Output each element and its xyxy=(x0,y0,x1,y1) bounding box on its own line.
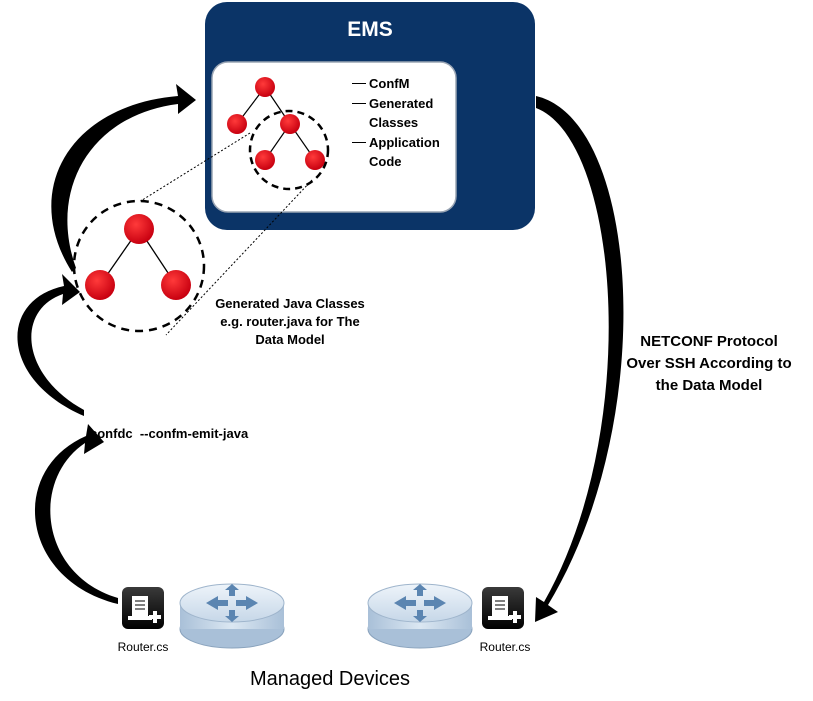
tree-node xyxy=(124,214,154,244)
caption-line: Over SSH According to xyxy=(626,355,792,372)
config-file-icon xyxy=(482,587,524,629)
tree-node xyxy=(227,114,247,134)
tree-node xyxy=(255,77,275,97)
tree-node xyxy=(161,270,191,300)
arrow-ems-to-device xyxy=(535,96,624,622)
config-file-label: Router.cs xyxy=(117,640,169,654)
router-icon xyxy=(179,583,285,649)
legend-item: ConfM xyxy=(352,74,451,93)
config-file-label: Router.cs xyxy=(479,640,531,654)
legend-label: Application Code xyxy=(369,135,440,169)
legend-item: Application Code xyxy=(352,133,451,171)
legend-dash xyxy=(352,103,366,105)
arrow-classes-to-ems xyxy=(51,84,196,272)
caption-line: NETCONF Protocol xyxy=(640,333,778,350)
arrow-compiler-to-classes xyxy=(17,274,84,416)
arrow-device-to-compiler xyxy=(34,424,118,604)
generated-classes-caption: Generated Java Classes e.g. router.java … xyxy=(195,295,385,349)
tree-node xyxy=(280,114,300,134)
legend-label: ConfM xyxy=(369,76,410,91)
config-file-icon xyxy=(122,587,164,629)
legend-label: Generated Classes xyxy=(369,96,434,130)
protocol-caption: NETCONF Protocol Over SSH According to t… xyxy=(604,331,813,397)
legend-dash xyxy=(352,83,366,85)
generated-classes-tree xyxy=(72,199,206,333)
router-icon xyxy=(367,583,473,649)
caption-line: Data Model xyxy=(255,332,325,347)
ems-tree xyxy=(227,77,330,191)
tree-node xyxy=(85,270,115,300)
legend-item: Generated Classes xyxy=(352,94,451,132)
tree-node xyxy=(305,150,325,170)
ems-title: EMS xyxy=(347,18,393,41)
zoom-connector xyxy=(165,179,313,336)
caption-line: Generated Java Classes xyxy=(215,296,365,311)
legend-dash xyxy=(352,142,366,144)
managed-devices-label: Managed Devices xyxy=(249,668,411,690)
compiler-command: confdc --confm-emit-java xyxy=(90,426,249,441)
caption-line: e.g. router.java for The xyxy=(220,314,360,329)
caption-line: the Data Model xyxy=(655,377,763,394)
subtree-highlight-circle xyxy=(248,109,330,191)
tree-node xyxy=(255,150,275,170)
